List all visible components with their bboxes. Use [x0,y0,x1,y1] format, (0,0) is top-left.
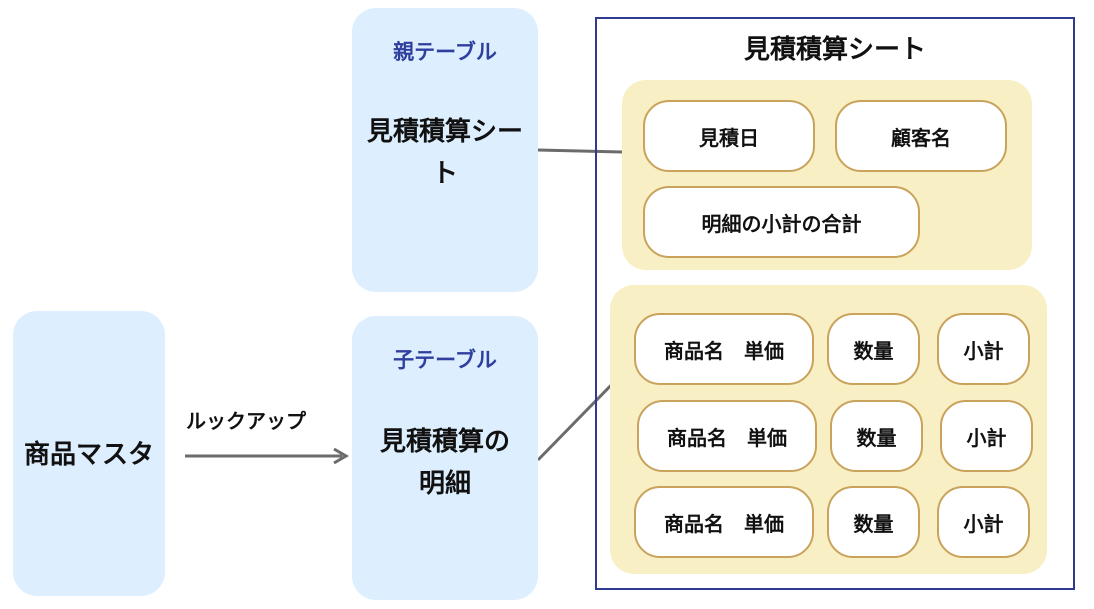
product-master-box: 商品マスタ [13,311,165,596]
child-table-title: 子テーブル [393,348,497,372]
estimate-sheet-title: 見積積算シート [743,35,926,65]
row-1-subtotal-field: 小計 [937,313,1030,385]
row-3-quantity-field: 数量 [827,486,920,558]
row-2-quantity-field: 数量 [830,400,923,472]
child-table-label-line1: 見積積算の [379,427,510,457]
parent-table-box: 親テーブル 見積積算シー ト [352,8,538,292]
row-3-subtotal-field: 小計 [937,486,1030,558]
row-1-quantity-field: 数量 [827,313,920,385]
lookup-label: ルックアップ [186,409,306,433]
child-table-label-line2: 明細 [418,469,471,499]
row-1-product-price-field: 商品名 単価 [634,313,814,385]
child-table-box: 子テーブル 見積積算の 明細 [352,316,538,600]
estimate-date-field: 見積日 [643,100,815,172]
parent-table-title: 親テーブル [393,40,497,64]
row-2-subtotal-field: 小計 [940,400,1033,472]
lookup-arrow-head [333,447,349,465]
estimate-sheet-frame: 見積積算シート [595,17,1075,590]
parent-table-label-line1: 見積積算シー [366,117,523,147]
parent-table-label-line2: ト [431,159,458,189]
child-to-rows-connector [536,372,624,462]
row-3-product-price-field: 商品名 単価 [634,486,814,558]
detail-subtotal-sum-field: 明細の小計の合計 [643,186,920,258]
row-2-product-price-field: 商品名 単価 [637,400,817,472]
product-master-label: 商品マスタ [23,440,154,470]
parent-to-header-connector [537,148,623,154]
customer-name-field: 顧客名 [835,100,1007,172]
